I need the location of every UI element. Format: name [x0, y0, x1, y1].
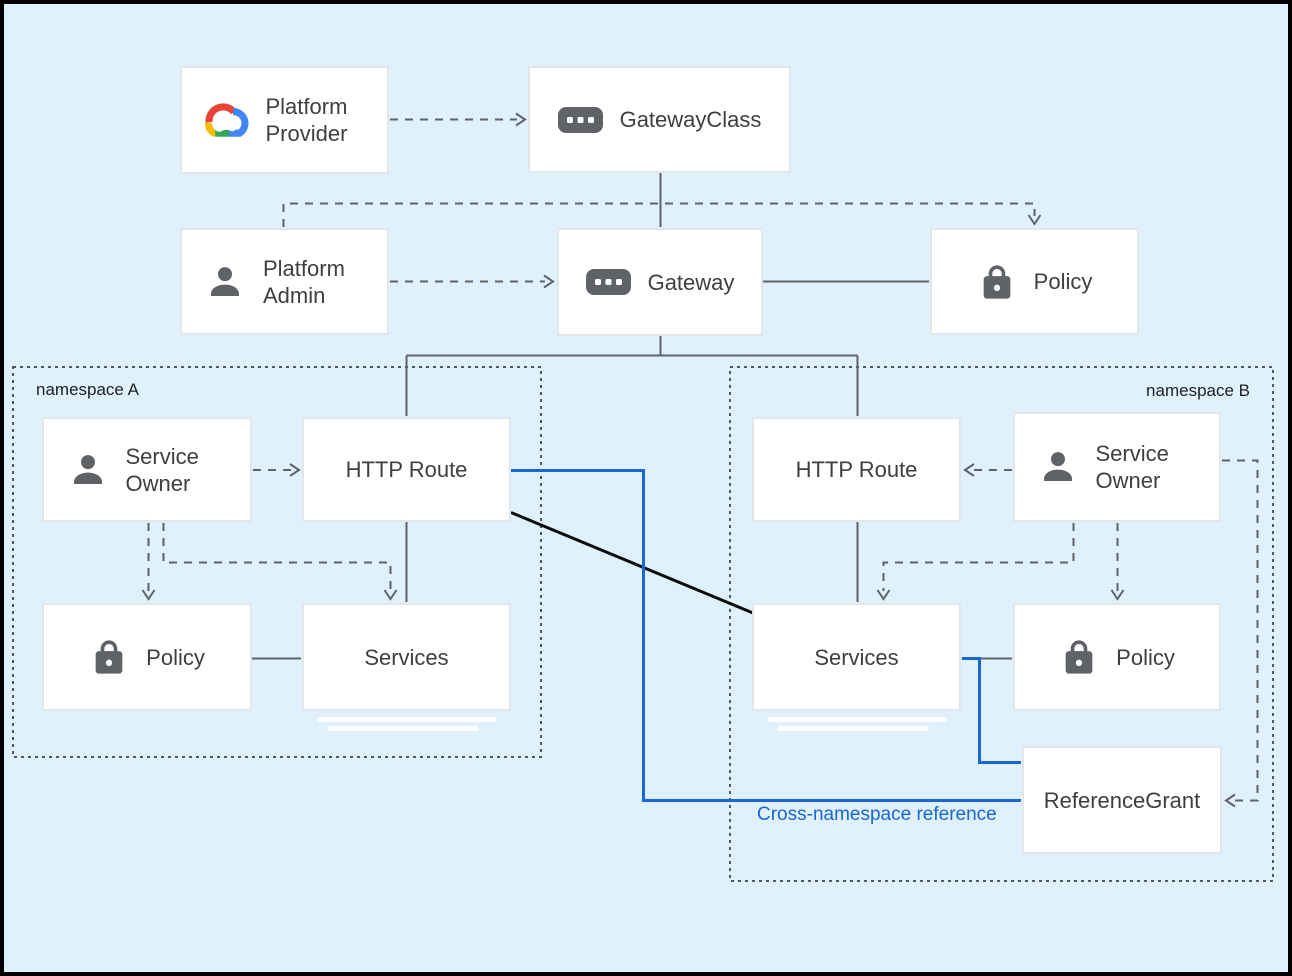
node-platform-admin: Platform Admin: [180, 228, 389, 335]
namespace-b-border: [729, 366, 1274, 882]
node-policy-b: Policy: [1013, 603, 1221, 711]
node-label: Service Owner: [1095, 441, 1169, 493]
resource-chip-icon: [557, 106, 603, 133]
edge-owner-b-referencegrant: [1222, 459, 1259, 808]
node-http-route-b: HTTP Route: [752, 417, 961, 522]
node-label: ReferenceGrant: [1043, 787, 1201, 813]
node-services-b: Services: [752, 603, 961, 711]
edge-owner-b-services-b: [876, 523, 1075, 601]
person-icon: [73, 454, 102, 484]
google-cloud-icon: [204, 102, 248, 137]
node-label: HTTP Route: [795, 457, 918, 482]
node-label: Gateway: [647, 269, 735, 295]
person-icon: [211, 266, 239, 296]
resource-chip-icon: [585, 269, 631, 295]
node-label: Platform Admin: [263, 255, 345, 308]
node-service-owner-a: Service Owner: [42, 417, 252, 522]
node-gatewayclass: GatewayClass: [528, 66, 791, 173]
node-label: Policy: [1116, 644, 1175, 670]
edge-admin-policy: [282, 202, 1042, 227]
edge-owner-a-services-a: [162, 523, 398, 601]
node-label: Policy: [1033, 269, 1093, 294]
edge-services-b-referencegrant: [962, 657, 1021, 764]
node-gateway: Gateway: [557, 228, 763, 336]
services-a-stack-line: [327, 726, 479, 731]
services-a-stack-line: [317, 717, 497, 722]
node-label: Policy: [146, 644, 205, 670]
node-label: HTTP Route: [345, 457, 468, 482]
node-http-route-a: HTTP Route: [302, 417, 511, 522]
namespace-a-label: namespace A: [36, 380, 140, 399]
node-services-a: Services: [302, 603, 511, 711]
node-platform-provider: Platform Provider: [180, 66, 389, 174]
lock-icon: [983, 264, 1010, 299]
person-icon: [1043, 452, 1072, 481]
lock-icon: [95, 640, 123, 674]
node-reference-grant: ReferenceGrant: [1022, 746, 1222, 854]
node-label: GatewayClass: [619, 107, 762, 132]
cross-namespace-reference-label: Cross-namespace reference: [757, 804, 997, 825]
node-label: Services: [364, 644, 449, 670]
namespace-a-border: [12, 366, 542, 758]
services-b-stack-line: [767, 717, 947, 722]
node-label: Service Owner: [125, 443, 199, 496]
lock-icon: [1065, 640, 1093, 674]
node-label: Platform Provider: [265, 94, 348, 146]
edge-httproute-a-referencegrant: [511, 469, 1021, 802]
node-label: Services: [814, 644, 899, 670]
edge-gateway-routes: [405, 336, 859, 416]
node-policy-top: Policy: [930, 228, 1139, 335]
edge-httproute-a-services-b: [510, 511, 754, 615]
namespace-b-label: namespace B: [1146, 381, 1250, 400]
node-service-owner-b: Service Owner: [1013, 412, 1221, 522]
node-policy-a: Policy: [42, 603, 252, 711]
services-b-stack-line: [777, 726, 929, 731]
